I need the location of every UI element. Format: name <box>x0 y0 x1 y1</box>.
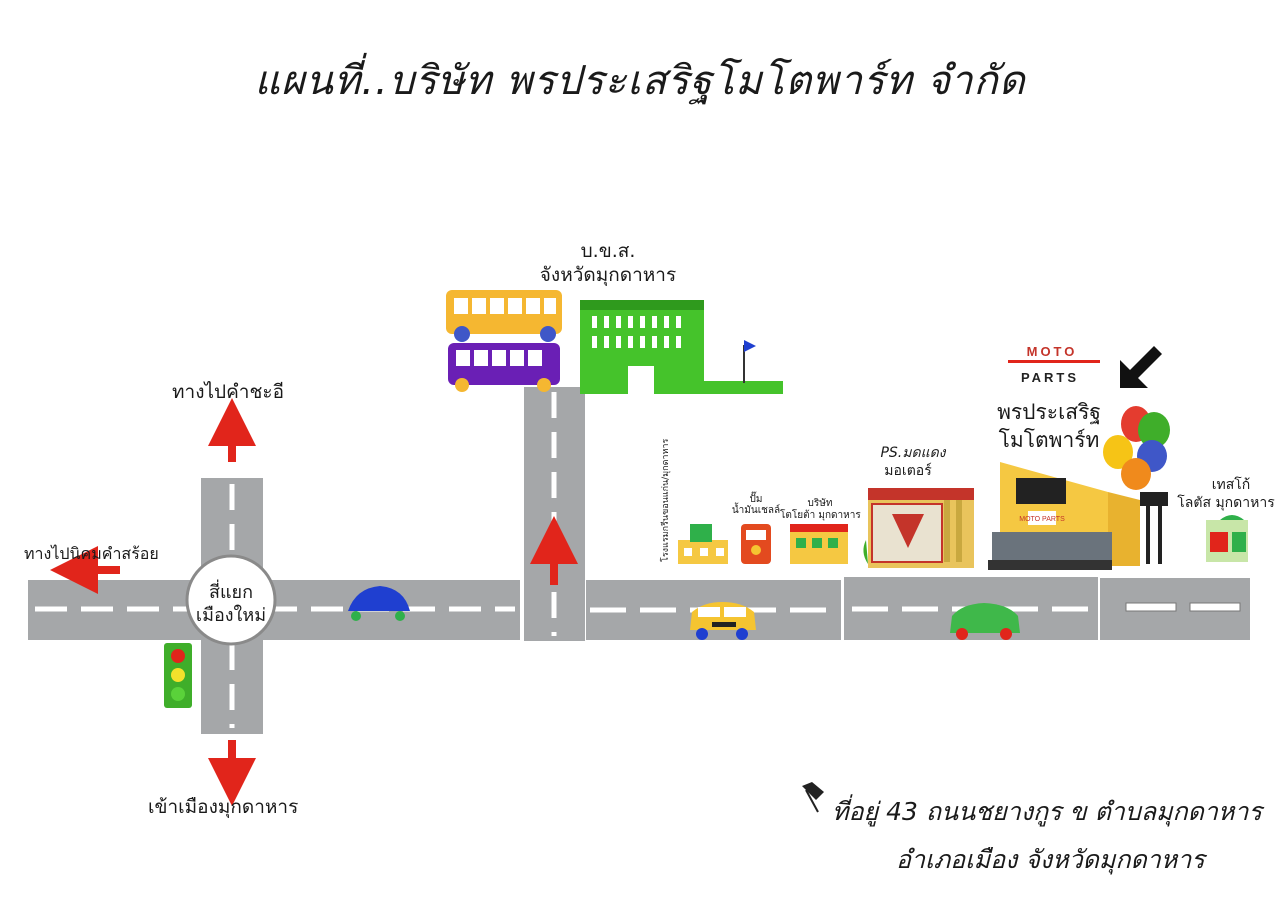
yellow-bus-icon <box>446 290 562 342</box>
logo-parts-text: PARTS <box>1021 370 1079 385</box>
toyota-label-line2: โตโยต้า มุกดาหาร <box>780 510 861 521</box>
toyota-label-line1: บริษัท <box>807 498 833 509</box>
moto-parts-store: MOTO PARTS <box>988 462 1168 570</box>
bus-terminal-building <box>580 300 783 394</box>
tesco-lotus-building <box>1206 515 1248 562</box>
taxi-icon <box>690 602 756 640</box>
balloons-icon <box>1103 406 1170 490</box>
to-city-label: เข้าเมืองมุกดาหาร <box>148 796 299 818</box>
store-sign-text: MOTO PARTS <box>1019 516 1065 523</box>
pointer-arrow-icon <box>1120 346 1162 388</box>
to-khamcha-i-label: ทางไปคำชะอี <box>172 381 284 403</box>
toyota-showroom <box>790 524 848 564</box>
green-car-icon <box>950 603 1020 640</box>
address-line1: ที่อยู่ 43 ถนนชยางกูร ข ตำบลมุกดาหาร <box>832 797 1262 826</box>
gas-label-line2: น้ำมันเชลล์ <box>731 505 781 516</box>
ps-label-line1: PS.มดแดง <box>880 445 946 461</box>
map-title: แผนที่..บริษัท พรประเสริฐโมโตพาร์ท จำกัด <box>254 58 1026 104</box>
shop-label-line1: พรประเสริฐ <box>997 400 1101 424</box>
intersection-circle <box>185 554 277 646</box>
tesco-label-line1: เทสโก้ <box>1211 477 1251 493</box>
blue-car-icon <box>348 586 410 621</box>
pushpin-icon <box>802 782 824 813</box>
logo-moto-text: MOTO <box>1027 344 1078 359</box>
gas-label-line1: ปั๊ม <box>749 494 763 505</box>
intersection-label-line2: เมืองใหม่ <box>195 605 267 626</box>
intersection-label-line1: สี่แยก <box>208 582 254 603</box>
purple-bus-icon <box>448 343 560 392</box>
bus-terminal-road <box>524 387 585 641</box>
traffic-light-icon <box>164 643 192 708</box>
bks-label-line1: บ.ข.ส. <box>580 240 636 262</box>
to-nikhom-label: ทางไปนิคมคำสร้อย <box>24 544 159 563</box>
moto-parts-logo: MOTO PARTS <box>1008 344 1100 385</box>
hotel-label: โรงแรมกรีนขอนแก่น/มุกดาหาร <box>661 438 671 562</box>
tesco-label-line2: โลตัส มุกดาหาร <box>1177 495 1275 511</box>
bks-label-line2: จังหวัดมุกดาหาร <box>539 264 677 286</box>
address-line2: อำเภอเมือง จังหวัดมุกดาหาร <box>896 845 1205 874</box>
gas-station-icon <box>741 524 771 564</box>
ps-label-line2: มอเตอร์ <box>884 463 932 479</box>
shop-label-line2: โมโตพาร์ท <box>998 428 1100 452</box>
hotel-building <box>678 524 728 564</box>
ps-motor-building <box>863 488 974 568</box>
